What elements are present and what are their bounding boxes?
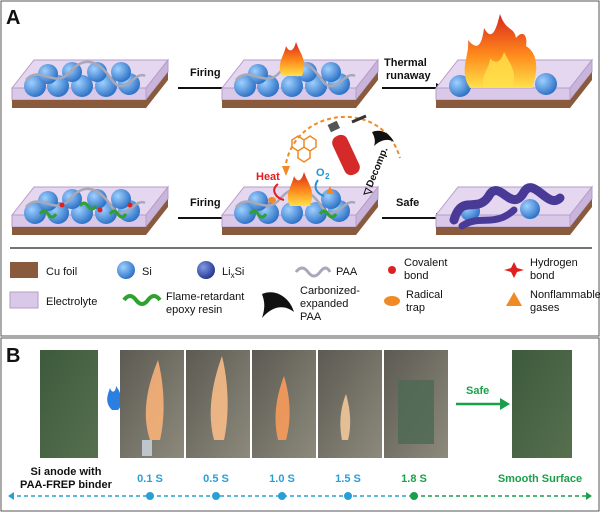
label-thermal: Thermal <box>384 57 427 69</box>
panel-b-label: B <box>6 345 20 367</box>
legend-carbon-label-2: expanded <box>300 298 348 310</box>
svg-text:LixSi: LixSi <box>222 266 244 280</box>
panel-a-label: A <box>6 7 20 29</box>
label-safe-top: Safe <box>396 197 419 209</box>
legend-radical-label-1: Radical <box>406 289 443 301</box>
legend-electrolyte-label: Electrolyte <box>46 296 97 308</box>
legend-covalent-swatch <box>388 266 396 274</box>
timeline-time-1-0s: 1.0 S <box>269 473 295 485</box>
label-firing-bottom: Firing <box>190 197 221 209</box>
photo-anode-pristine <box>40 350 98 458</box>
legend-paa-label: PAA <box>336 266 358 278</box>
timeline-end: Smooth Surface <box>498 473 582 485</box>
label-heat: Heat <box>256 171 280 183</box>
label-oxygen-sub: 2 <box>325 172 330 181</box>
timeline-dot-1-5s <box>344 492 352 500</box>
flame-blue-icon <box>107 386 122 410</box>
timeline-start-1: Si anode with <box>31 466 102 478</box>
legend-carbonized-swatch <box>262 292 294 318</box>
timeline-dot-1-0s <box>278 492 286 500</box>
legend-hydrogen-swatch <box>504 262 524 278</box>
legend-si-label: Si <box>142 266 152 278</box>
legend-frep-label-2: epoxy resin <box>166 304 222 316</box>
electrode-frep <box>10 185 170 235</box>
fire-extinguisher-icon <box>327 114 367 176</box>
photo-1-5s <box>318 350 382 458</box>
timeline-dot-1-8s <box>410 492 418 500</box>
legend-si-swatch <box>117 261 135 279</box>
flame-small-icon <box>279 42 305 76</box>
legend-lixsi-main: Li <box>222 266 231 278</box>
timeline-dot-0-5s <box>212 492 220 500</box>
flame-frep-icon <box>287 172 313 206</box>
electrode-frep-firing <box>220 172 380 235</box>
label-firing-top: Firing <box>190 67 221 79</box>
label-decomp: Decomp. <box>365 146 391 189</box>
panel-a-border <box>0 0 600 337</box>
flame-large-icon <box>464 14 537 88</box>
legend-covalent-label-2: bond <box>404 270 428 282</box>
legend-lixsi-sub: x <box>231 271 235 280</box>
legend-gas-label-2: gases <box>530 302 560 314</box>
photo-anode-smooth <box>512 350 572 458</box>
legend-cu-swatch <box>10 262 38 278</box>
electrode-runaway <box>434 14 594 108</box>
timeline-time-1-8s: 1.8 S <box>401 473 427 485</box>
legend-lixsi-tail: Si <box>235 266 245 278</box>
legend-frep-label-1: Flame-retardant <box>166 291 244 303</box>
timeline: Si anode with PAA-FREP binder 0.1 S 0.5 … <box>8 466 592 500</box>
legend-carbon-label-1: Carbonized- <box>300 285 360 297</box>
carbonized-paa-icon <box>372 130 394 146</box>
legend-radical-swatch <box>384 296 400 306</box>
legend-cu-label: Cu foil <box>46 266 77 278</box>
electrode-firing <box>220 42 380 108</box>
timeline-dot-0-1s <box>146 492 154 500</box>
legend-radical-label-2: trap <box>406 302 425 314</box>
photo-strip <box>120 350 448 458</box>
legend-carbon-label-3: PAA <box>300 311 322 323</box>
legend-gas-swatch <box>506 292 522 306</box>
legend-covalent-label-1: Covalent <box>404 257 447 269</box>
electrode-pristine <box>10 58 170 108</box>
legend-frep-swatch <box>122 294 162 306</box>
legend-paa-swatch <box>294 266 332 278</box>
timeline-start-2: PAA-FREP binder <box>20 479 113 491</box>
legend-hydrogen-label-2: bond <box>530 270 554 282</box>
legend-lixsi-swatch <box>197 261 215 279</box>
timeline-time-1-5s: 1.5 S <box>335 473 361 485</box>
label-safe-bottom: Safe <box>466 385 489 397</box>
panel-b-border <box>0 337 600 512</box>
carbon-lattice-icon <box>291 135 317 163</box>
electrode-carbonized <box>434 183 594 235</box>
timeline-time-0-1s: 0.1 S <box>137 473 163 485</box>
legend-gas-label-1: Nonflammable <box>530 289 600 301</box>
legend-electrolyte-swatch <box>9 291 39 309</box>
legend: Cu foil Si LixSi PAA Covalent bond Hydro… <box>9 257 600 323</box>
label-oxygen: O <box>316 167 325 179</box>
label-runaway: runaway <box>386 70 432 82</box>
legend-hydrogen-label-1: Hydrogen <box>530 257 578 269</box>
timeline-time-0-5s: 0.5 S <box>203 473 229 485</box>
